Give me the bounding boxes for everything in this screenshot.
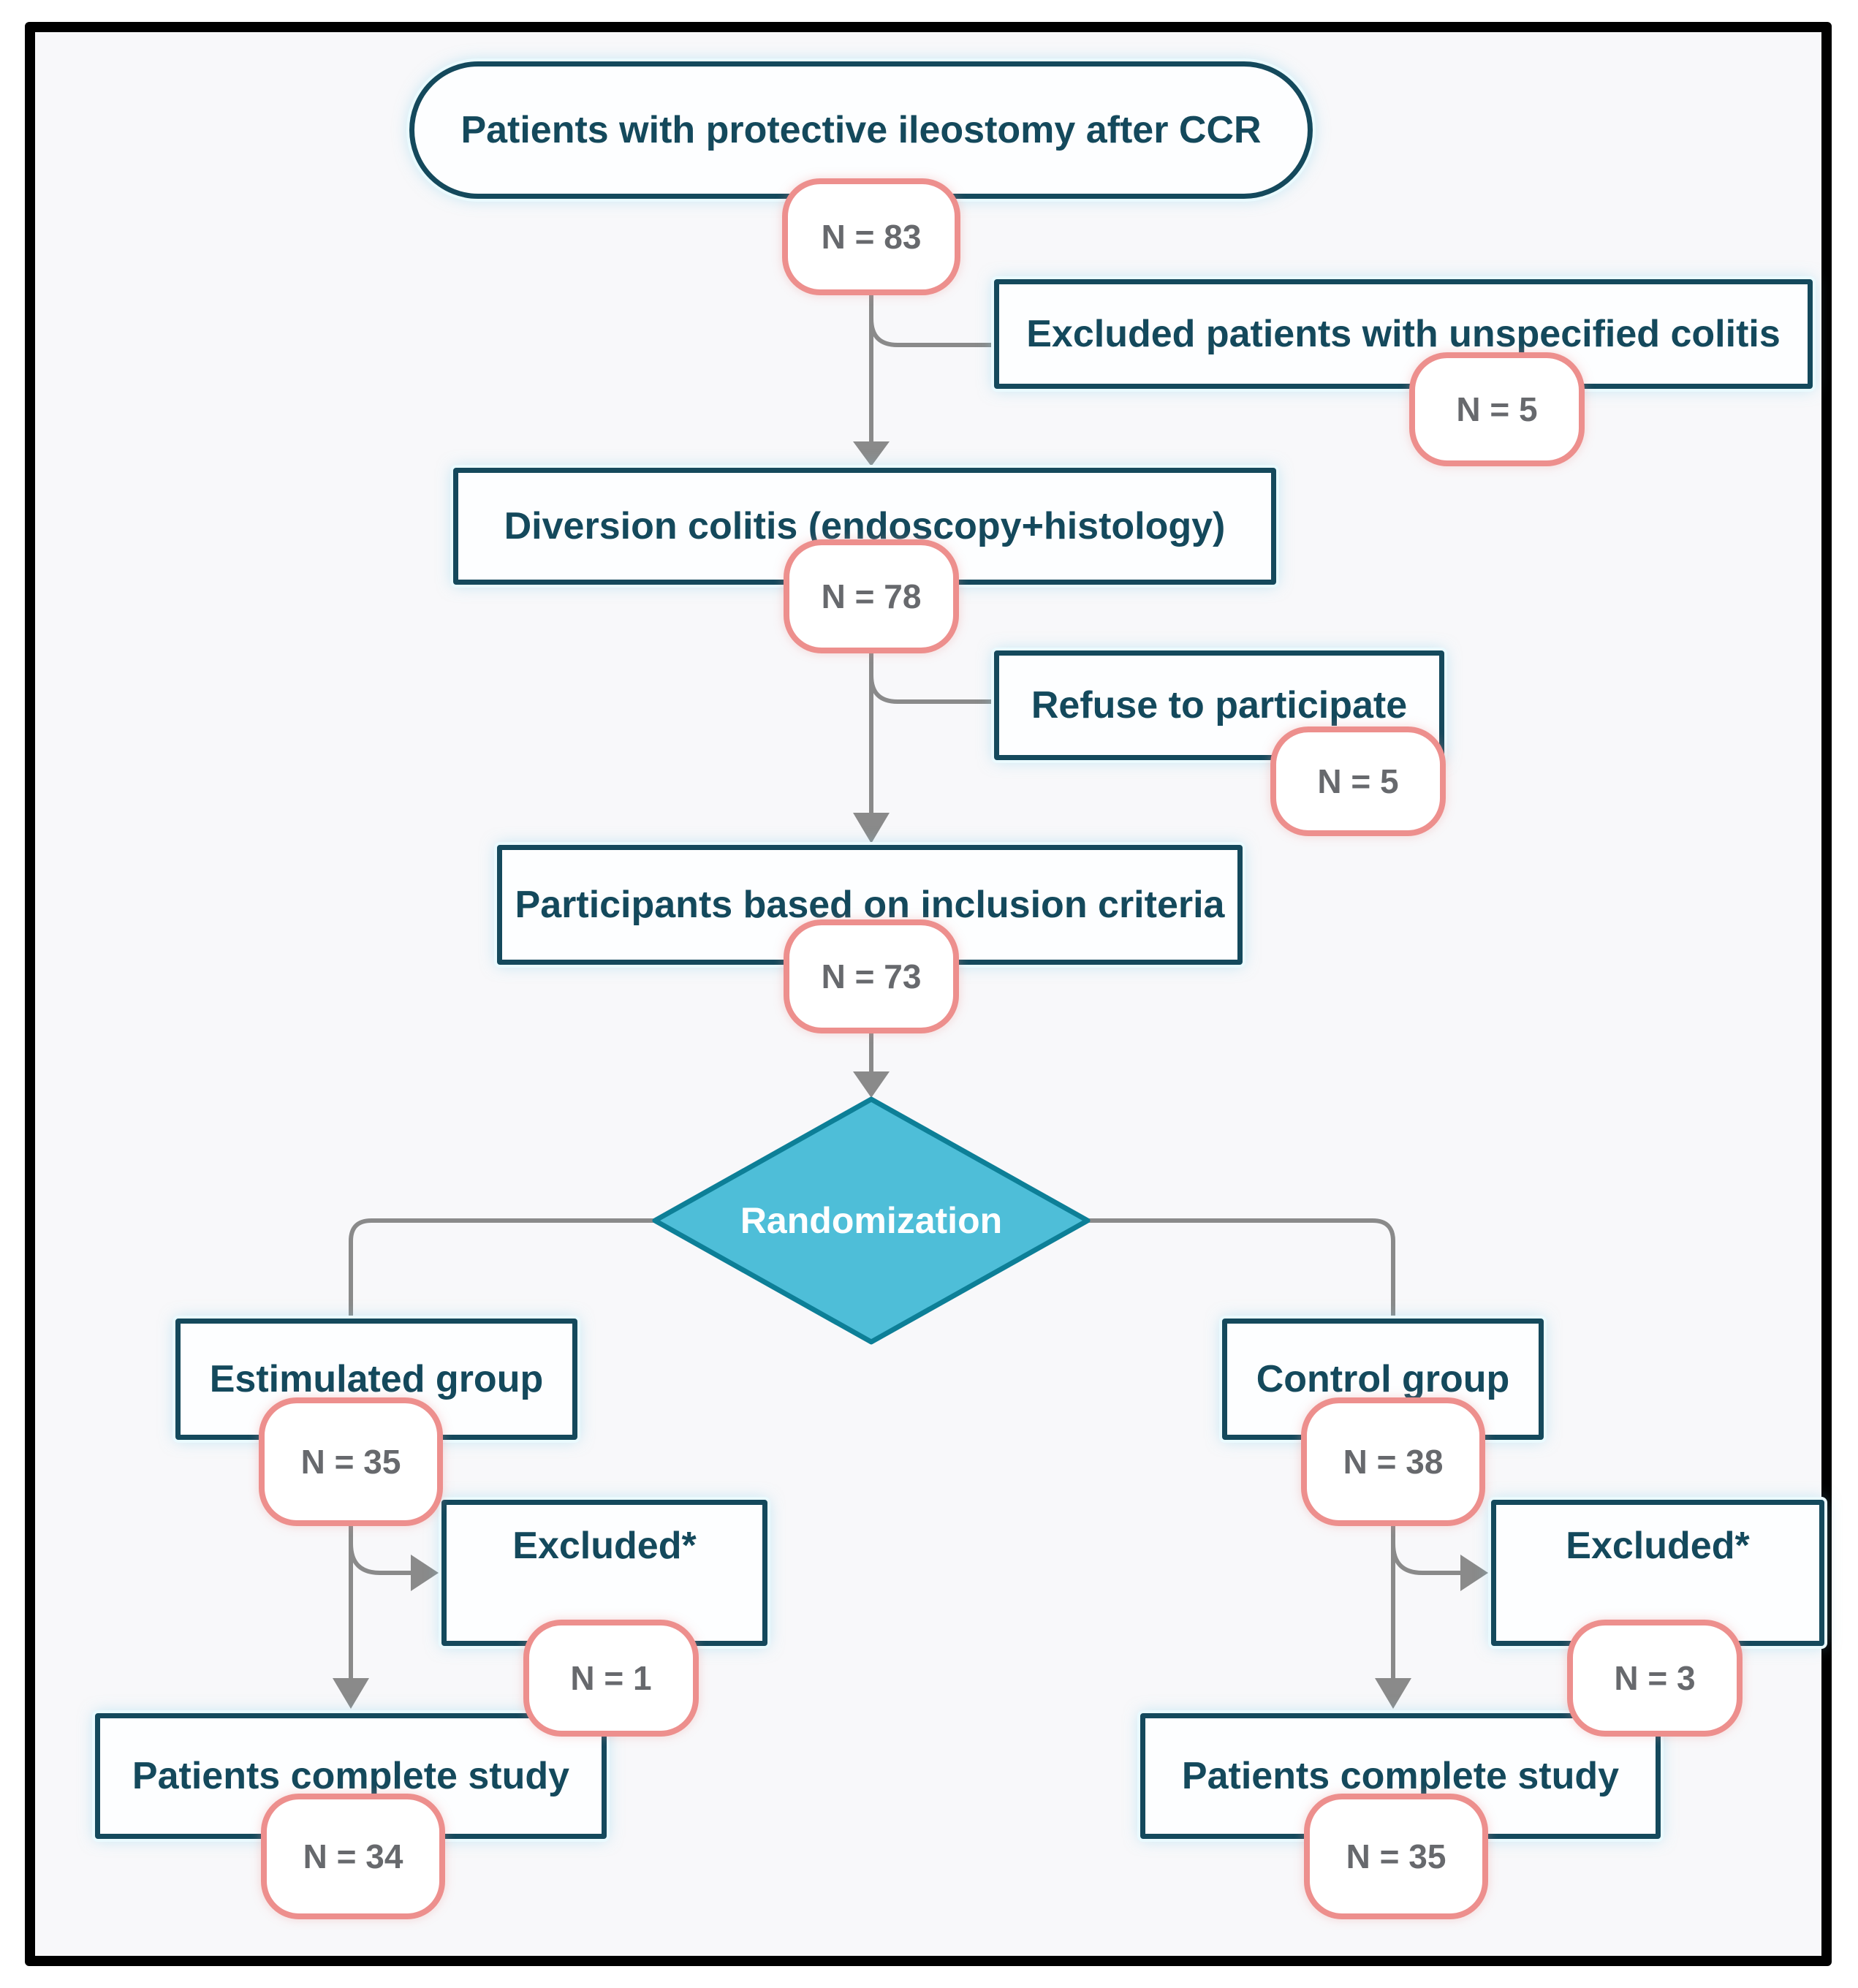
badge-value: N = 34	[303, 1837, 403, 1875]
node-estimulated-group: Estimulated group	[175, 1319, 577, 1440]
node-label: Excluded patients with unspecified colit…	[1026, 313, 1781, 355]
node-label: Refuse to participate	[1031, 684, 1408, 726]
badge-value: N = 78	[821, 577, 922, 615]
arrowhead-randomization	[853, 1071, 890, 1098]
badge-n-5-refuse: N = 5	[1270, 726, 1446, 836]
badge-value: N = 83	[821, 218, 922, 256]
arrowhead-diversion	[853, 441, 890, 466]
badge-n-73: N = 73	[784, 919, 959, 1033]
node-patients-ileostomy: Patients with protective ileostomy after…	[409, 61, 1313, 199]
randomization-diamond	[652, 1096, 1091, 1345]
badge-value: N = 1	[570, 1659, 652, 1697]
badge-n-34-complete-left: N = 34	[261, 1794, 445, 1919]
node-randomization-label: Randomization	[740, 1200, 1003, 1241]
connector-branch-excluded-colitis	[869, 316, 995, 347]
badge-n-1-excluded-left: N = 1	[523, 1620, 699, 1737]
node-excluded-colitis: Excluded patients with unspecified colit…	[994, 279, 1813, 389]
badge-n-38-control: N = 38	[1301, 1397, 1485, 1526]
node-label: Participants based on inclusion criteria	[515, 884, 1225, 926]
node-label: Patients complete study	[132, 1755, 570, 1797]
arrowhead-complete-left	[333, 1678, 369, 1709]
badge-n-78: N = 78	[784, 539, 959, 653]
badge-n-35-estimulated: N = 35	[259, 1397, 443, 1526]
badge-n-83: N = 83	[782, 178, 960, 295]
arrowhead-complete-right	[1375, 1678, 1411, 1709]
connector-randomization-to-control	[1085, 1218, 1395, 1319]
node-label: Estimulated group	[209, 1358, 544, 1400]
arrowhead-excluded-left	[411, 1555, 439, 1591]
node-label: Patients with protective ileostomy after…	[460, 109, 1262, 151]
badge-value: N = 35	[1346, 1837, 1446, 1875]
badge-n-35-complete-right: N = 35	[1304, 1794, 1488, 1919]
badge-value: N = 5	[1456, 390, 1538, 428]
badge-value: N = 5	[1317, 762, 1399, 800]
badge-value: N = 73	[821, 957, 922, 995]
connector-branch-excluded-right	[1391, 1541, 1465, 1575]
connector-branch-excluded-left	[349, 1541, 416, 1575]
node-label: Excluded*	[1566, 1524, 1750, 1567]
arrowhead-participants	[853, 813, 890, 843]
connector-randomization-to-estimulated	[349, 1218, 657, 1319]
node-label: Control group	[1256, 1358, 1510, 1400]
badge-value: N = 3	[1614, 1659, 1696, 1697]
node-label: Patients complete study	[1181, 1755, 1620, 1797]
arrowhead-excluded-right	[1460, 1555, 1488, 1591]
connector-branch-refuse	[869, 673, 995, 704]
badge-n-5-excluded-colitis: N = 5	[1409, 352, 1585, 466]
node-label: Excluded*	[512, 1524, 697, 1567]
badge-n-3-excluded-right: N = 3	[1567, 1620, 1743, 1737]
badge-value: N = 38	[1343, 1443, 1444, 1481]
badge-value: N = 35	[300, 1443, 401, 1481]
